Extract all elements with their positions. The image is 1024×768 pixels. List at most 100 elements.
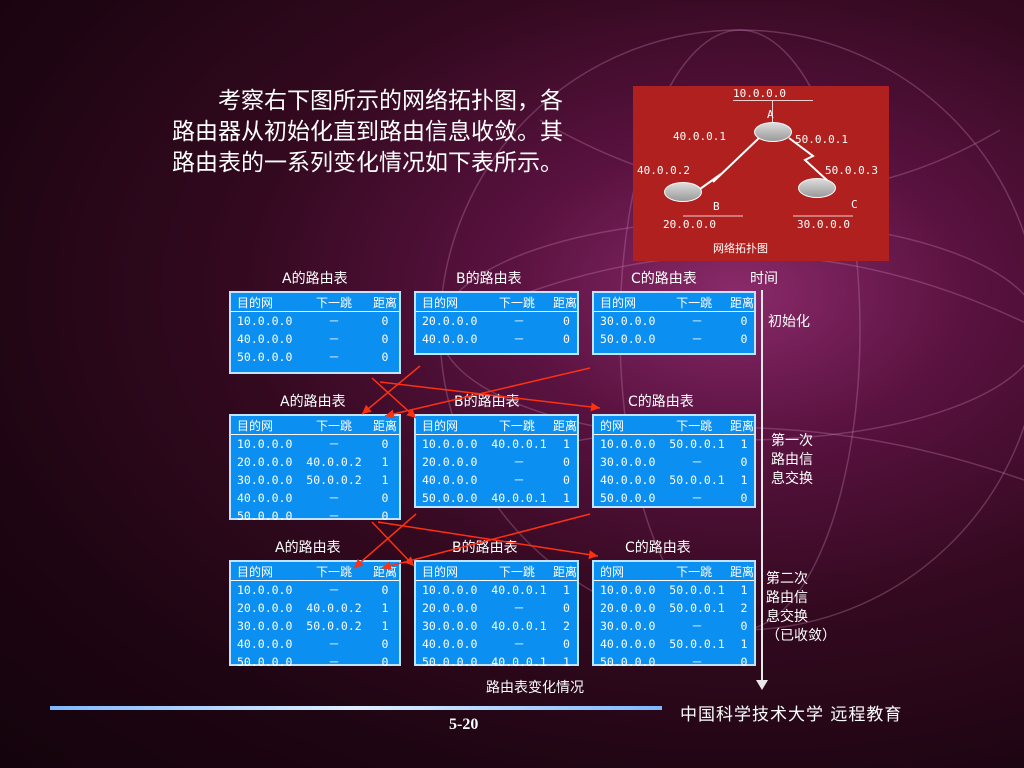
page-number: 5-20 [449,716,479,733]
routing-table-c-init: 目的网下一跳距离 30.0.0.0－0 50.0.0.0－0 [592,291,756,355]
col-dist: 距离 [552,295,577,310]
time-axis-label: 时间 [750,271,778,287]
table-row: 40.0.0.0－0 [422,473,570,487]
table-title-c-init: C的路由表 [631,271,697,287]
a-right-interface: 50.0.0.1 [795,133,848,146]
table-row: 50.0.0.0－0 [600,655,748,669]
table-row: 20.0.0.0－0 [422,314,570,328]
table-title-b-stage2: B的路由表 [452,540,518,556]
col-next: 下一跳 [498,418,535,433]
col-next: 下一跳 [315,418,352,433]
col-next: 下一跳 [676,295,713,310]
footer-institution: 中国科学技术大学 远程教育 [680,705,903,725]
routing-table-b-init: 目的网 下一跳 距离 20.0.0.0－0 40.0.0.0－0 [414,291,579,355]
table-row: 20.0.0.0－0 [422,455,570,469]
col-dest: 的网 [600,564,625,579]
link-a-net [772,100,773,128]
col-dest: 目的网 [237,418,274,433]
col-dest: 的网 [600,418,625,433]
table-row: 40.0.0.0－0 [422,637,570,651]
network-topology-diagram: 10.0.0.0 A 40.0.0.1 50.0.0.1 40.0.0.2 50… [633,86,889,261]
router-b-icon [664,182,702,202]
router-c-label: C [851,198,858,211]
c-interface: 50.0.0.3 [825,164,878,177]
col-dest: 目的网 [422,564,459,579]
table-row: 50.0.0.0－0 [237,655,389,669]
table-row: 40.0.0.0－0 [237,637,389,651]
footer-divider [50,706,662,710]
table-title-a-stage2: A的路由表 [275,540,341,556]
col-next: 下一跳 [498,295,535,310]
col-next: 下一跳 [315,295,352,310]
table-title-b-stage1: B的路由表 [454,394,520,410]
table-row: 10.0.0.0－0 [237,583,389,597]
col-next: 下一跳 [315,564,352,579]
time-axis [761,290,763,682]
col-dest: 目的网 [422,418,459,433]
table-title-c-stage2: C的路由表 [625,540,691,556]
col-dest: 目的网 [237,295,274,310]
table-row: 50.0.0.0－0 [600,491,748,505]
col-dist: 距离 [552,418,577,433]
col-dist: 距离 [372,418,397,433]
table-title-c-stage1: C的路由表 [628,394,694,410]
net-top-label: 10.0.0.0 [733,87,786,100]
table-row: 20.0.0.0－0 [422,601,570,615]
serial-links [683,137,853,217]
table-title-a-stage1: A的路由表 [280,394,346,410]
table-row: 40.0.0.0－0 [422,332,570,346]
col-dest: 目的网 [237,564,274,579]
col-dist: 距离 [729,418,754,433]
net-10-bus [733,100,813,101]
table-row: 30.0.0.0－0 [600,619,748,633]
routing-change-caption: 路由表变化情况 [486,680,584,696]
net-c-label: 30.0.0.0 [797,218,850,231]
col-dist: 距离 [372,295,397,310]
col-next: 下一跳 [676,564,713,579]
table-row: 40.0.0.0－0 [237,332,389,346]
col-dest: 目的网 [422,295,459,310]
router-c-icon [798,178,836,198]
table-row: 50.0.0.0－0 [237,509,389,523]
table-row: 30.0.0.0－0 [600,314,748,328]
table-row: 40.0.0.0－0 [237,491,389,505]
stage-label-init: 初始化 [768,314,810,330]
routing-table-a-init: 目的网下一跳距离 10.0.0.0－0 40.0.0.0－0 50.0.0.0－… [229,291,401,374]
col-next: 下一跳 [498,564,535,579]
table-row: 10.0.0.0－0 [237,437,389,451]
table-title-b-init: B的路由表 [456,271,522,287]
table-row: 50.0.0.0－0 [600,332,748,346]
col-dist: 距离 [729,295,754,310]
topology-caption: 网络拓扑图 [713,242,768,255]
table-title-a-init: A的路由表 [282,271,348,287]
time-axis-arrow-icon [756,680,768,690]
a-left-interface: 40.0.0.1 [673,130,726,143]
router-b-label: B [713,200,720,213]
stage-label-exchange-2: 第二次 路由信 息交换 （已收敛） [766,571,836,644]
router-a-label: A [767,108,774,121]
table-row: 30.0.0.0－0 [600,455,748,469]
col-dist: 距离 [729,564,754,579]
net-b-label: 20.0.0.0 [663,218,716,231]
b-interface: 40.0.0.2 [637,164,690,177]
